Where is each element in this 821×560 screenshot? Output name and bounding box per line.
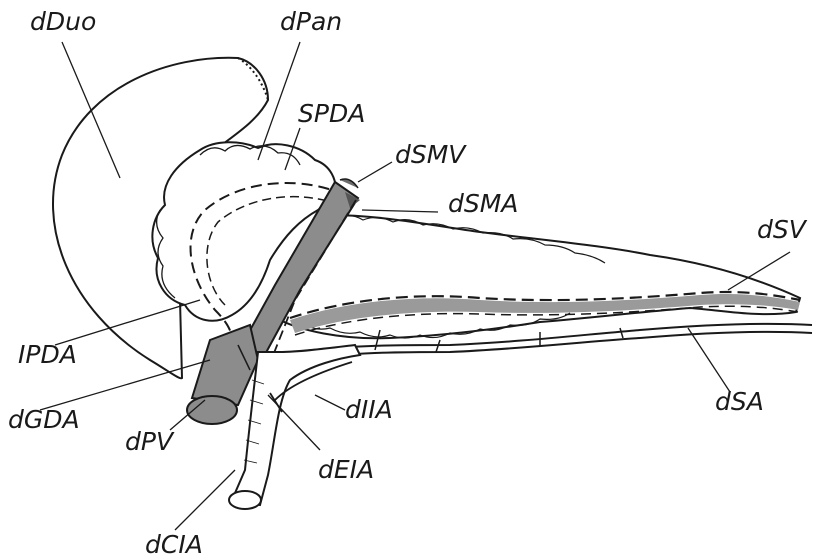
leader-dsmv — [358, 162, 392, 182]
portal-vein — [187, 325, 258, 424]
label-dpan: dPan — [280, 7, 342, 36]
label-dpv: dPV — [125, 427, 175, 456]
label-dgda: dGDA — [8, 405, 80, 434]
label-dsmv: dSMV — [395, 140, 467, 169]
label-ipda: IPDA — [18, 340, 77, 369]
label-dduo: dDuo — [30, 7, 96, 36]
leader-dcia — [175, 470, 235, 530]
leader-diia — [315, 395, 345, 410]
label-dsa: dSA — [715, 387, 764, 416]
label-dsv: dSV — [757, 215, 808, 244]
label-deia: dEIA — [318, 455, 374, 484]
leader-dsa — [688, 328, 730, 392]
label-dsma: dSMA — [448, 189, 518, 218]
label-dcia: dCIA — [145, 530, 203, 559]
label-spda: SPDA — [298, 99, 365, 128]
label-diia: dIIA — [345, 395, 393, 424]
leader-dsma — [362, 210, 438, 212]
